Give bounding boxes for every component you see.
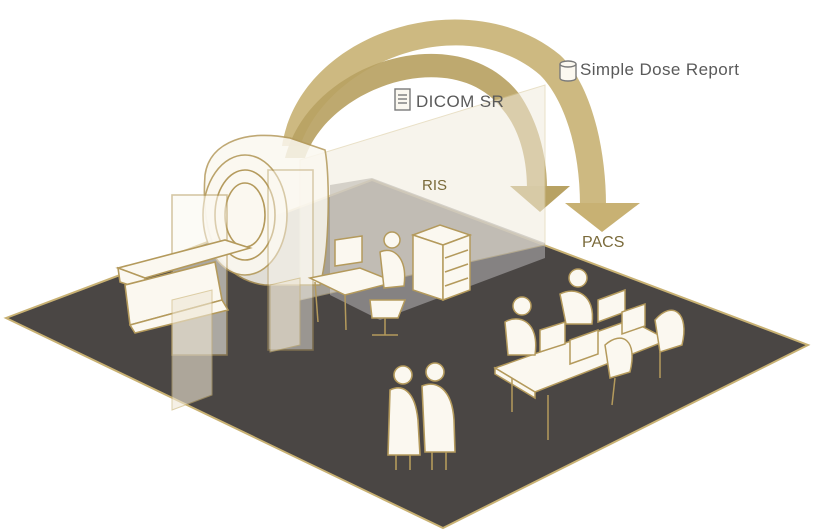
ris-label: RIS (422, 177, 448, 194)
pacs-workstation (493, 268, 685, 440)
outer-arc-arrow (282, 19, 606, 205)
ris-workstation (307, 231, 407, 336)
database-icon (559, 60, 577, 82)
inner-arc-arrow (285, 53, 547, 188)
standing-people (387, 362, 456, 470)
simple-dose-report-label: Simple Dose Report (580, 60, 740, 79)
file-cabinet (410, 224, 473, 302)
glass-panel-left (171, 289, 213, 411)
glass-panel-right (269, 277, 301, 353)
document-icon (394, 88, 411, 111)
dicom-sr-label: DICOM SR (416, 92, 505, 111)
pacs-label: PACS (582, 234, 625, 251)
outer-arrowhead (565, 203, 640, 232)
